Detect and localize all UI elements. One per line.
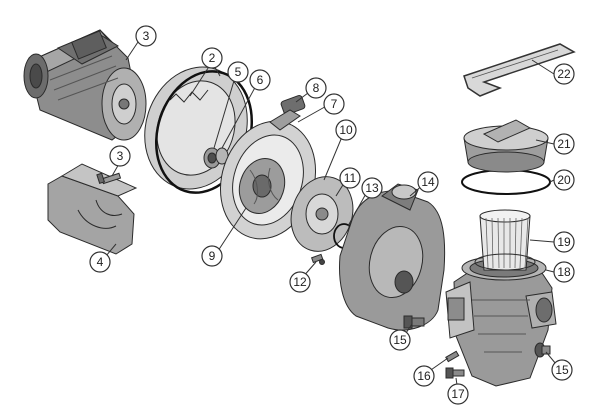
cable-clamp (269, 95, 306, 131)
callout-15-right: 15 (551, 359, 573, 381)
diffuser-screw (310, 253, 325, 265)
drain-plug-right (534, 342, 551, 358)
callout-12: 12 (289, 271, 311, 293)
callout-11: 11 (339, 167, 361, 189)
svg-text:6: 6 (257, 73, 264, 87)
svg-text:5: 5 (235, 65, 242, 79)
callout-22: 22 (553, 63, 575, 85)
lid-wrench (463, 43, 576, 97)
callout-13: 13 (361, 177, 383, 199)
svg-text:13: 13 (365, 181, 379, 195)
callout-6: 6 (249, 69, 271, 91)
motor (23, 29, 147, 141)
callout-3-top: 3 (135, 25, 157, 47)
callout-15-left: 15 (389, 329, 411, 351)
svg-text:2: 2 (209, 51, 216, 65)
drain-plug (403, 315, 425, 329)
pump-housing (339, 183, 446, 331)
lid (463, 119, 549, 173)
svg-text:3: 3 (143, 29, 150, 43)
callout-2: 2 (201, 47, 223, 69)
lid-o-ring (461, 169, 551, 195)
callout-16: 16 (413, 365, 435, 387)
svg-text:17: 17 (451, 387, 465, 401)
svg-text:9: 9 (209, 249, 216, 263)
diffuser (290, 176, 354, 252)
svg-text:8: 8 (313, 81, 320, 95)
callout-5: 5 (227, 61, 249, 83)
svg-text:11: 11 (344, 171, 357, 185)
mounting-bolt (96, 172, 122, 185)
callout-8: 8 (305, 77, 327, 99)
svg-text:10: 10 (339, 123, 353, 137)
callout-3-foot: 3 (109, 145, 131, 167)
callout-9: 9 (201, 245, 223, 267)
svg-text:22: 22 (557, 67, 571, 81)
callout-4: 4 (89, 251, 111, 273)
callout-18: 18 (553, 261, 575, 283)
svg-text:3: 3 (117, 149, 124, 163)
svg-text:16: 16 (417, 369, 431, 383)
housing-screws (445, 350, 465, 379)
callout-21: 21 (553, 133, 575, 155)
callout-19: 19 (553, 231, 575, 253)
svg-text:20: 20 (557, 173, 571, 187)
callout-17: 17 (447, 383, 469, 405)
callout-20: 20 (553, 169, 575, 191)
svg-text:7: 7 (331, 97, 338, 111)
callout-10: 10 (335, 119, 357, 141)
svg-text:14: 14 (421, 175, 435, 189)
svg-text:12: 12 (293, 275, 307, 289)
svg-text:15: 15 (555, 363, 569, 377)
strainer-basket (474, 209, 536, 271)
impeller (238, 158, 286, 214)
strainer-body (445, 255, 557, 387)
svg-text:15: 15 (393, 333, 407, 347)
svg-text:4: 4 (97, 255, 104, 269)
shaft-seal (203, 147, 229, 169)
callout-7: 7 (323, 93, 345, 115)
svg-text:18: 18 (557, 265, 571, 279)
callout-14: 14 (417, 171, 439, 193)
motor-foot (47, 163, 138, 255)
svg-text:19: 19 (557, 235, 571, 249)
svg-text:21: 21 (557, 137, 571, 151)
